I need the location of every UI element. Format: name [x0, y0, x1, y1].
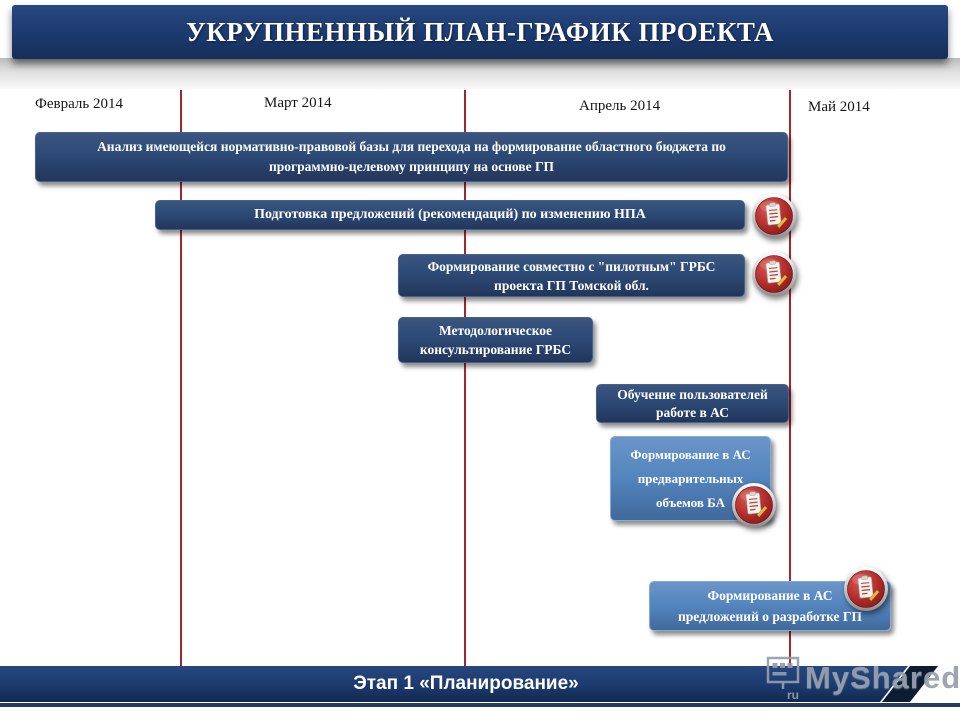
task-label: Формирование в АС предложений о разработ… [678, 588, 862, 624]
header-bar: УКРУПНЕННЫЙ ПЛАН-ГРАФИК ПРОЕКТА [12, 5, 948, 59]
slide-bottom-edge [0, 703, 960, 707]
timeline-gridline [789, 90, 791, 668]
month-label-may: Май 2014 [808, 99, 870, 115]
month-label-february: Февраль 2014 [35, 96, 123, 112]
month-label-april: Апрель 2014 [579, 98, 661, 114]
page-title: УКРУПНЕННЫЙ ПЛАН-ГРАФИК ПРОЕКТА [185, 16, 775, 47]
stage-footer-bar: Этап 1 «Планирование» [0, 666, 960, 702]
stage-bar-body: Этап 1 «Планирование» [0, 666, 908, 702]
watermark-text: MyShared [805, 660, 960, 695]
myshared-watermark: ru MyShared [766, 656, 960, 700]
task-label: Подготовка предложений (рекомендаций) по… [254, 207, 646, 222]
task-label: Анализ имеющейся нормативно-правовой баз… [97, 139, 726, 174]
projector-screen-icon: ru [766, 656, 800, 700]
task-user-training: Обучение пользователей работе в АС [596, 384, 789, 423]
task-pilot-grbs-formation: Формирование совместно с "пилотным" ГРБС… [398, 254, 745, 297]
task-label: Методологическое консультирование ГРБС [419, 323, 572, 357]
task-label: Обучение пользователей работе в АС [617, 386, 768, 420]
clipboard-badge-icon [730, 481, 778, 529]
task-preliminary-ba-volumes: Формирование в АС предварительных объемо… [610, 436, 771, 521]
timeline-gridline [464, 90, 466, 668]
stage-label: Этап 1 «Планирование» [353, 673, 579, 694]
clipboard-badge-icon [750, 250, 798, 298]
month-label-march: Март 2014 [264, 95, 332, 111]
task-analysis-legal-base: Анализ имеющейся нормативно-правовой баз… [35, 132, 788, 182]
timeline-gridline [180, 90, 182, 668]
task-label: Формирование совместно с "пилотным" ГРБС… [427, 258, 716, 293]
header-shadow-band [0, 58, 960, 89]
task-label: Формирование в АС предварительных объемо… [630, 446, 751, 510]
task-npa-proposals: Подготовка предложений (рекомендаций) по… [155, 200, 745, 230]
watermark-suffix: ru [787, 688, 799, 700]
clipboard-badge-icon [842, 565, 890, 613]
clipboard-badge-icon [750, 192, 798, 240]
task-methodology-consulting: Методологическое консультирование ГРБС [398, 317, 593, 363]
